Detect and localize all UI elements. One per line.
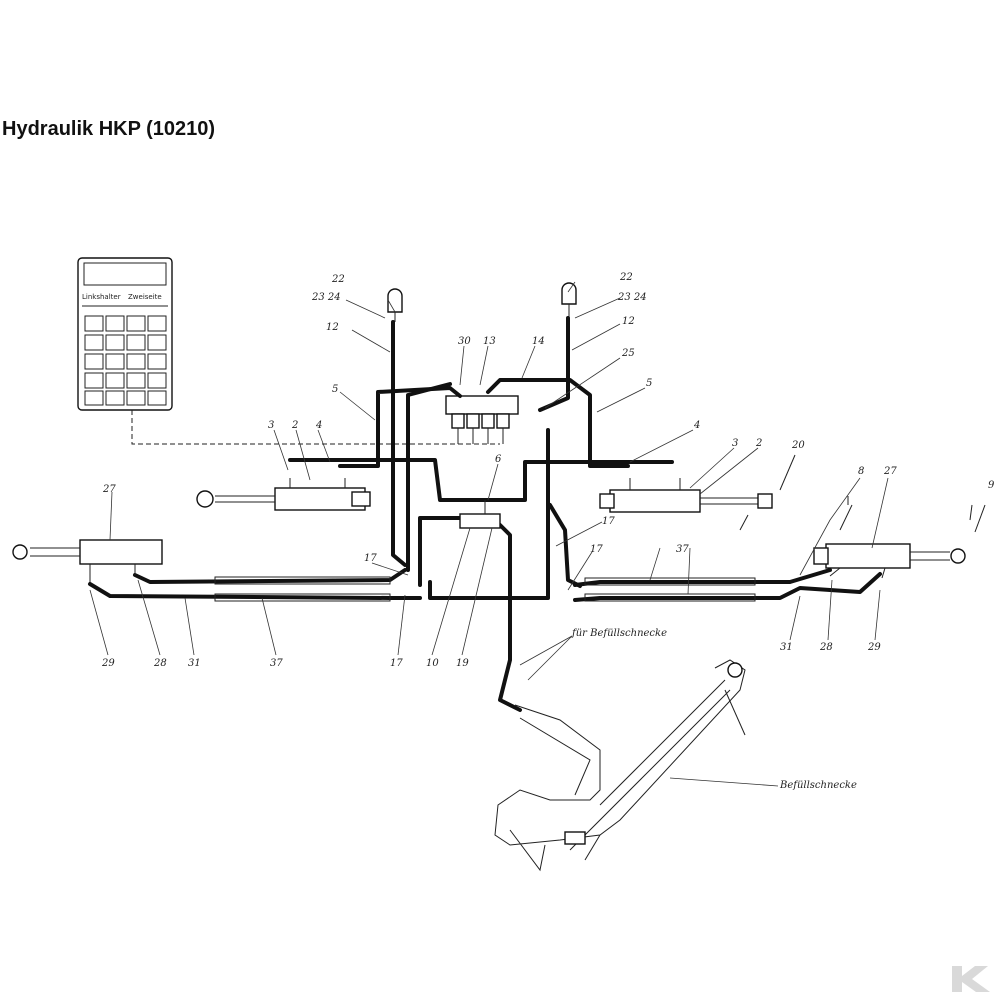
label-2-right: 2 xyxy=(755,438,762,449)
label-30: 30 xyxy=(458,336,471,347)
label-22-left: 22 xyxy=(331,274,345,285)
label-27-right: 27 xyxy=(883,466,897,477)
control-unit: Linkshalter Zweiseite xyxy=(77,257,173,411)
label-17-right-upper: 17 xyxy=(602,516,615,527)
label-25: 25 xyxy=(621,348,635,359)
label-27-left: 27 xyxy=(102,484,116,495)
cylinder-right-outer xyxy=(813,543,966,579)
label-31-right: 31 xyxy=(780,642,793,653)
label-29-left: 29 xyxy=(101,658,115,669)
cylinder-right-center xyxy=(599,478,773,513)
label-3-left: 3 xyxy=(268,420,274,431)
pin-9 xyxy=(969,504,986,533)
tee-fitting xyxy=(459,500,501,529)
coupler-right xyxy=(561,282,577,318)
label-23-24-left: 23 24 xyxy=(311,292,341,303)
label-37-left: 37 xyxy=(270,658,283,669)
label-5-left: 5 xyxy=(332,384,338,395)
label-2-left: 2 xyxy=(291,420,298,431)
label-3-right: 3 xyxy=(732,438,738,449)
fill-auger xyxy=(494,659,746,872)
pin-20 xyxy=(739,454,796,531)
cylinder-left-center xyxy=(196,478,371,511)
label-19: 19 xyxy=(456,658,469,669)
label-13: 13 xyxy=(483,336,496,347)
corner-logo xyxy=(952,966,990,992)
control-unit-label-1: Linkshalter xyxy=(82,293,121,301)
label-4-left: 4 xyxy=(315,420,322,431)
label-28-left: 28 xyxy=(153,658,167,669)
coupler-left xyxy=(387,288,403,322)
hose-sleeves xyxy=(214,576,756,602)
label-23-24-right: 23 24 xyxy=(617,292,647,303)
label-17-right-lower: 17 xyxy=(590,544,603,555)
label-8: 8 xyxy=(858,466,864,477)
control-unit-label-2: Zweiseite xyxy=(128,293,162,301)
label-37-right: 37 xyxy=(676,544,689,555)
label-22-right: 22 xyxy=(619,272,633,283)
label-14: 14 xyxy=(532,336,545,347)
label-9: 9 xyxy=(988,480,995,491)
label-29-right: 29 xyxy=(867,642,881,653)
label-17-left-upper: 17 xyxy=(364,553,377,564)
hoses xyxy=(88,316,882,712)
page-title: Hydraulik HKP (10210) xyxy=(2,118,216,140)
label-4-right: 4 xyxy=(693,420,700,431)
label-20: 20 xyxy=(791,440,805,451)
label-12-left: 12 xyxy=(326,322,339,333)
label-10: 10 xyxy=(426,658,439,669)
part-labels: 22 23 24 12 30 13 14 5 3 2 4 22 23 24 12… xyxy=(101,272,995,791)
pin-8 xyxy=(839,496,853,531)
control-cable xyxy=(131,410,500,445)
label-17-left-lower: 17 xyxy=(390,658,403,669)
cylinder-left-outer xyxy=(12,539,163,582)
valve-block xyxy=(445,395,519,444)
label-5-right: 5 xyxy=(646,378,652,389)
keypad-grid xyxy=(84,315,167,406)
label-28-right: 28 xyxy=(819,642,833,653)
callout-fuer-befuellschnecke: für Befüllschnecke xyxy=(571,628,667,639)
label-31-left: 31 xyxy=(188,658,201,669)
callout-befuellschnecke: Befüllschnecke xyxy=(779,780,857,791)
leader-lines xyxy=(89,281,889,787)
label-12-right: 12 xyxy=(622,316,635,327)
label-6: 6 xyxy=(495,454,502,465)
